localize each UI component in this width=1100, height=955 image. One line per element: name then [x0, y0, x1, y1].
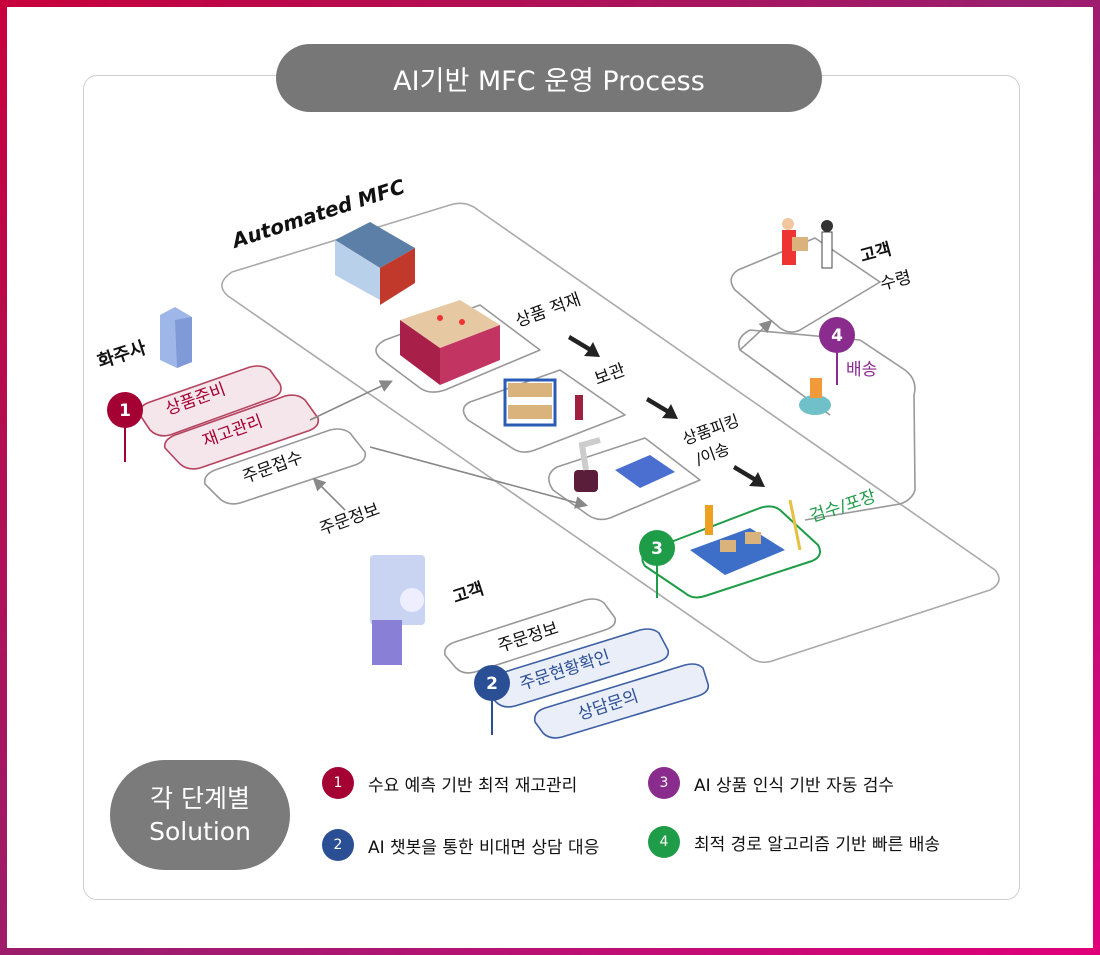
page-title: AI기반 MFC 운영 Process: [276, 44, 822, 112]
ai-robot-arm-icon: [574, 437, 675, 492]
flow-load: 상품 적재: [513, 290, 584, 332]
stage2-consult-plate: [533, 663, 710, 739]
shelf-plate: [462, 369, 626, 453]
robot-plate: [548, 437, 701, 521]
flow-arrows: [568, 335, 765, 487]
conveyor-icon: [690, 505, 785, 575]
legend-badge: 1: [322, 767, 354, 799]
solution-heading-line2: Solution: [149, 817, 251, 846]
shelf-icon: [503, 378, 583, 427]
stage3-label: 검수/포장: [807, 487, 878, 527]
delivery-people-icon: [782, 218, 833, 269]
legend-badge: 4: [648, 826, 680, 858]
flow-arrow-icon: [733, 465, 765, 487]
customer-chatbot-icon: [370, 555, 425, 665]
stage2-badge: [474, 665, 510, 701]
customer-receive-label: 고객: [858, 239, 893, 266]
legend-text: 최적 경로 알고리즘 기반 빠른 배송: [694, 834, 940, 855]
storage-rack-icon: [400, 300, 500, 385]
stage4-badge: [819, 317, 855, 353]
shipper-label: 화주사: [95, 337, 149, 372]
legend-text: AI 챗봇을 통한 비대면 상담 대응: [368, 837, 600, 858]
receive-plate: [730, 237, 881, 333]
customer-left-label: 고객: [450, 579, 486, 608]
flow-arrow-icon: [568, 335, 600, 357]
legend-text: 수요 예측 기반 최적 재고관리: [368, 775, 578, 796]
legend-item-1: 1 수요 예측 기반 최적 재고관리: [322, 767, 577, 799]
stage2-info-plate: [443, 598, 617, 674]
mfc-plate-outline: [221, 202, 1000, 664]
legend-item-4: 4 최적 경로 알고리즘 기반 빠른 배송: [648, 826, 940, 858]
stage1-badge: [107, 392, 143, 428]
stage1-num: 1: [119, 401, 131, 421]
delivery-scooter-icon: [799, 378, 831, 415]
stage3-num: 3: [651, 539, 663, 559]
customer-receive-label-2: 수령: [878, 267, 913, 294]
legend-item-2: 2 AI 챗봇을 통한 비대면 상담 대응: [322, 829, 599, 861]
stage4-label: 배송: [846, 360, 877, 380]
legend-text: AI 상품 인식 기반 자동 검수: [694, 775, 895, 796]
legend-badge: 2: [322, 829, 354, 861]
warehouse-icon: [335, 222, 415, 305]
legend-item-3: 3 AI 상품 인식 기반 자동 검수: [648, 767, 894, 799]
solution-heading-line1: 각 단계별: [150, 784, 250, 813]
office-building-icon: [160, 307, 192, 368]
flow-pick: 상품피킹: [680, 411, 742, 449]
solution-heading: 각 단계별 Solution: [110, 760, 290, 870]
stage4-num: 4: [831, 326, 843, 346]
stage3-badge: [639, 530, 675, 566]
order-receive-plate: [203, 428, 367, 505]
stage2-num: 2: [486, 674, 498, 694]
rack-plate: [375, 304, 541, 393]
order-info-arrow-label: 주문정보: [317, 500, 383, 540]
legend-badge: 3: [648, 767, 680, 799]
flow-arrow-icon: [646, 397, 678, 419]
flow-store: 보관: [592, 360, 628, 389]
stage1-inventory-plate: [163, 394, 320, 470]
